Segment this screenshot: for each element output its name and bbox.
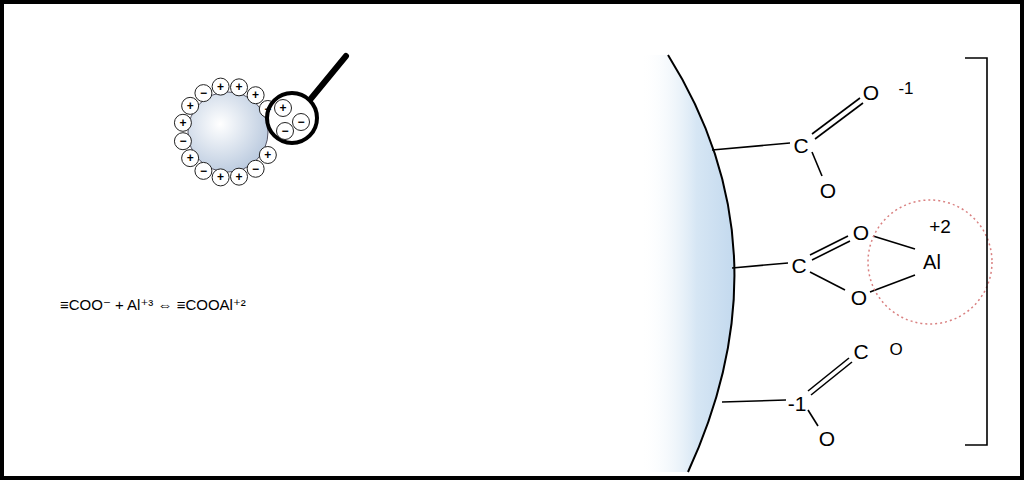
charge-circle	[174, 114, 191, 131]
charge-circle	[182, 97, 199, 114]
charge-circle	[293, 114, 310, 131]
charge-circle	[182, 150, 199, 167]
charge-circle	[247, 87, 264, 104]
magnified-charges	[275, 100, 310, 140]
chemical-label: Al	[923, 252, 941, 272]
chemical-label: C	[853, 341, 868, 362]
charge-sign: +	[279, 102, 286, 114]
charge-circle	[212, 169, 229, 186]
aluminium-sphere	[868, 200, 992, 324]
chemical-label: O	[820, 180, 836, 201]
chemical-label: +2	[929, 217, 951, 236]
charge-sign: +	[235, 171, 242, 183]
particle-surface-fill	[640, 55, 734, 472]
chemical-label: -1	[898, 80, 913, 97]
chemical-label: -1	[788, 393, 807, 414]
charge-sign: −	[252, 163, 259, 175]
charge-sign: +	[187, 100, 194, 112]
charge-circle	[174, 133, 191, 150]
charge-sign: +	[217, 171, 224, 183]
magnifier	[267, 56, 346, 143]
charge-sign: +	[252, 89, 259, 101]
chemical-label: C	[791, 255, 806, 276]
charge-circle	[231, 79, 248, 96]
chemical-label: O	[863, 82, 879, 103]
charge-sign: −	[179, 135, 186, 147]
charge-sign: +	[217, 81, 224, 93]
chemical-label: O	[889, 341, 902, 358]
chemical-label: O	[851, 287, 867, 308]
chemical-label: O	[853, 222, 869, 243]
particle-surface	[668, 55, 734, 472]
bracket	[965, 58, 987, 445]
charge-ring	[174, 78, 276, 186]
charge-sign: −	[200, 165, 207, 177]
charge-sign: −	[200, 87, 207, 99]
charge-circle	[275, 100, 292, 117]
charge-circle	[212, 78, 229, 95]
charge-sign: −	[281, 125, 288, 137]
charge-sign: +	[179, 117, 186, 129]
charge-sign: +	[235, 81, 242, 93]
charge-sign: +	[187, 152, 194, 164]
chemical-label: C	[793, 135, 808, 156]
reaction-equation: ≡COO⁻ + Al⁺³ ⇔ ≡COOAl⁺²	[60, 297, 246, 312]
charge-circle	[277, 123, 294, 140]
chemical-label: O	[819, 428, 835, 449]
charge-circle	[195, 85, 212, 102]
charge-sign: −	[264, 103, 271, 115]
bonds	[712, 98, 915, 426]
charge-circle	[231, 168, 248, 185]
charge-circle	[247, 160, 264, 177]
charge-sign: +	[264, 149, 271, 161]
charge-circle	[259, 147, 276, 164]
charge-circle	[195, 162, 212, 179]
charge-sign: −	[297, 116, 304, 128]
